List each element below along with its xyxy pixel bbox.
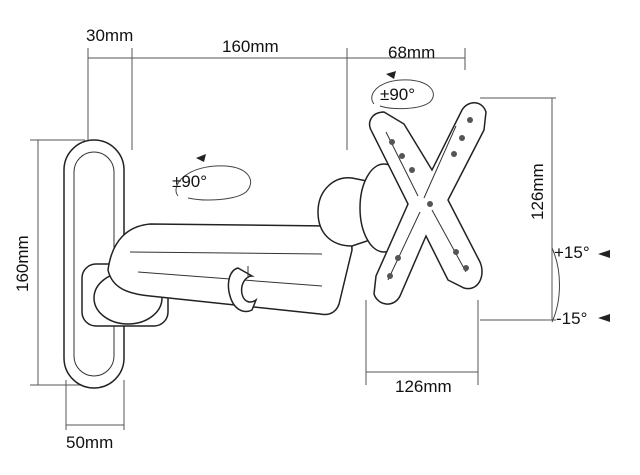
- tilt-arc: [551, 247, 560, 323]
- head-rotation-arrow: [386, 71, 396, 79]
- vesa-hole-tr-1: [467, 117, 473, 123]
- label-126mm-bottom: 126mm: [395, 377, 452, 396]
- arm-groove-top: [129, 251, 323, 255]
- label-68mm: 68mm: [388, 43, 435, 62]
- head-rotation-arc: [371, 79, 434, 110]
- vesa-hole-br-2: [463, 265, 469, 271]
- tilt-up-arrow: [598, 250, 610, 258]
- vesa-plate-ridges: [385, 125, 467, 281]
- dimension-lines: [30, 48, 556, 430]
- tilt-down-arrow: [598, 314, 610, 322]
- label-30mm: 30mm: [86, 26, 133, 45]
- vesa-hole-bl-1: [395, 255, 401, 261]
- rotation-indicators: [175, 71, 434, 201]
- arm-rotation-arc: [175, 165, 251, 201]
- vesa-hole-tr-2: [459, 135, 465, 141]
- arm-body: [107, 223, 353, 316]
- label-rotation-arm: ±90°: [172, 172, 207, 191]
- label-160mm-vertical: 160mm: [13, 235, 32, 292]
- label-rotation-upper: ±90°: [380, 85, 415, 104]
- vesa-hole-bl-2: [387, 273, 393, 279]
- vesa-hole-center: [427, 201, 433, 207]
- swing-arm: [107, 223, 353, 316]
- arm-rotation-arrow: [196, 154, 206, 162]
- vesa-hole-tl-3: [409, 167, 415, 173]
- label-126mm-vertical: 126mm: [528, 163, 547, 220]
- label-160mm-top: 160mm: [222, 37, 279, 56]
- label-tilt-up: +15°: [554, 243, 590, 262]
- label-50mm: 50mm: [66, 433, 113, 452]
- vesa-hole-tl-2: [399, 153, 405, 159]
- cable-clip: [227, 267, 258, 313]
- vesa-plate: [368, 102, 487, 305]
- label-tilt-down: -15°: [556, 309, 587, 328]
- tilt-indicators: [551, 247, 610, 323]
- vesa-hole-tl-1: [389, 139, 395, 145]
- vesa-hole-tr-3: [451, 151, 457, 157]
- vesa-hole-br-1: [453, 249, 459, 255]
